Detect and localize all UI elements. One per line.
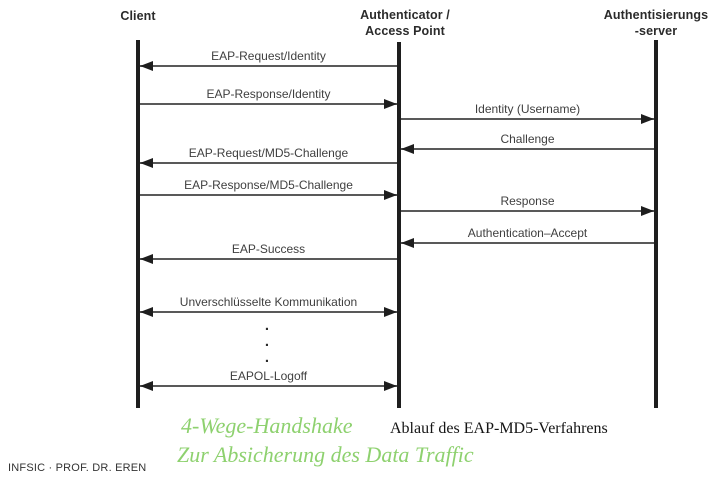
message-eap-request-md5-challenge: EAP-Request/MD5-Challenge bbox=[140, 146, 397, 168]
arrow-line bbox=[140, 381, 397, 391]
arrowhead-right-icon bbox=[384, 381, 397, 391]
message-eapol-logoff: EAPOL-Logoff bbox=[140, 369, 397, 391]
actor-label-authenticator-line1: Authenticator / bbox=[360, 8, 450, 22]
message-label: Identity (Username) bbox=[474, 102, 581, 116]
arrowhead-left-icon bbox=[140, 381, 153, 391]
message-label: Response bbox=[500, 194, 555, 208]
actor-label-server-line1: Authentisierungs bbox=[603, 8, 709, 22]
arrowhead-left-icon bbox=[140, 61, 153, 71]
message-response: Response bbox=[401, 194, 654, 216]
message-challenge: Challenge bbox=[401, 132, 654, 154]
arrow-line bbox=[140, 190, 397, 200]
diagram-caption: Ablauf des EAP-MD5-Verfahrens bbox=[390, 420, 608, 437]
lifeline-server bbox=[654, 40, 658, 408]
ellipsis-dot: . bbox=[264, 333, 270, 350]
ellipsis-dot: . bbox=[264, 317, 270, 334]
message-label: EAP-Response/Identity bbox=[206, 87, 331, 101]
arrow-line bbox=[140, 254, 397, 264]
arrowhead-left-icon bbox=[140, 158, 153, 168]
message-label: Challenge bbox=[500, 132, 555, 146]
arrow-line bbox=[140, 158, 397, 168]
actor-label-server: Authentisierungs -server bbox=[576, 7, 721, 39]
message-label: Authentication–Accept bbox=[467, 226, 588, 240]
arrowhead-left-icon bbox=[140, 307, 153, 317]
message-unencrypted-communication: Unverschlüsselte Kommunikation bbox=[140, 295, 397, 317]
message-label: EAP-Request/Identity bbox=[211, 49, 326, 63]
footer-credit: INFSIC · PROF. DR. EREN bbox=[8, 462, 147, 474]
arrow-line bbox=[401, 238, 654, 248]
actor-label-client: Client bbox=[78, 8, 198, 24]
arrow-line bbox=[401, 114, 654, 124]
arrowhead-right-icon bbox=[384, 307, 397, 317]
arrow-line bbox=[401, 206, 654, 216]
actor-label-authenticator: Authenticator / Access Point bbox=[325, 7, 485, 39]
ellipsis-dot: . bbox=[264, 349, 270, 366]
arrow-line bbox=[140, 307, 397, 317]
arrowhead-right-icon bbox=[641, 206, 654, 216]
message-eap-request-identity: EAP-Request/Identity bbox=[140, 49, 397, 71]
message-label: Unverschlüsselte Kommunikation bbox=[179, 295, 358, 309]
actor-label-client-line1: Client bbox=[120, 9, 156, 23]
actor-label-server-line2: -server bbox=[634, 24, 678, 38]
arrow-line bbox=[401, 144, 654, 154]
message-label: EAP-Request/MD5-Challenge bbox=[188, 146, 349, 160]
arrowhead-left-icon bbox=[140, 254, 153, 264]
arrowhead-left-icon bbox=[401, 144, 414, 154]
message-label: EAPOL-Logoff bbox=[229, 369, 308, 383]
vertical-ellipsis: . . . bbox=[257, 318, 277, 366]
message-label: EAP-Response/MD5-Challenge bbox=[184, 178, 353, 192]
arrow-line bbox=[140, 61, 397, 71]
handshake-caption-line1: 4-Wege-Handshake bbox=[181, 413, 353, 438]
message-label: EAP-Success bbox=[231, 242, 306, 256]
arrowhead-right-icon bbox=[384, 190, 397, 200]
message-identity-username: Identity (Username) bbox=[401, 102, 654, 124]
message-eap-success: EAP-Success bbox=[140, 242, 397, 264]
handshake-caption-line2: Zur Absicherung des Data Traffic bbox=[177, 442, 474, 467]
arrowhead-left-icon bbox=[401, 238, 414, 248]
lifeline-authenticator bbox=[397, 42, 401, 408]
lifeline-client bbox=[136, 40, 140, 408]
message-eap-response-md5-challenge: EAP-Response/MD5-Challenge bbox=[140, 178, 397, 200]
arrowhead-right-icon bbox=[384, 99, 397, 109]
actor-label-authenticator-line2: Access Point bbox=[365, 24, 445, 38]
arrowhead-right-icon bbox=[641, 114, 654, 124]
message-authentication-accept: Authentication–Accept bbox=[401, 226, 654, 248]
arrow-line bbox=[140, 99, 397, 109]
message-eap-response-identity: EAP-Response/Identity bbox=[140, 87, 397, 109]
